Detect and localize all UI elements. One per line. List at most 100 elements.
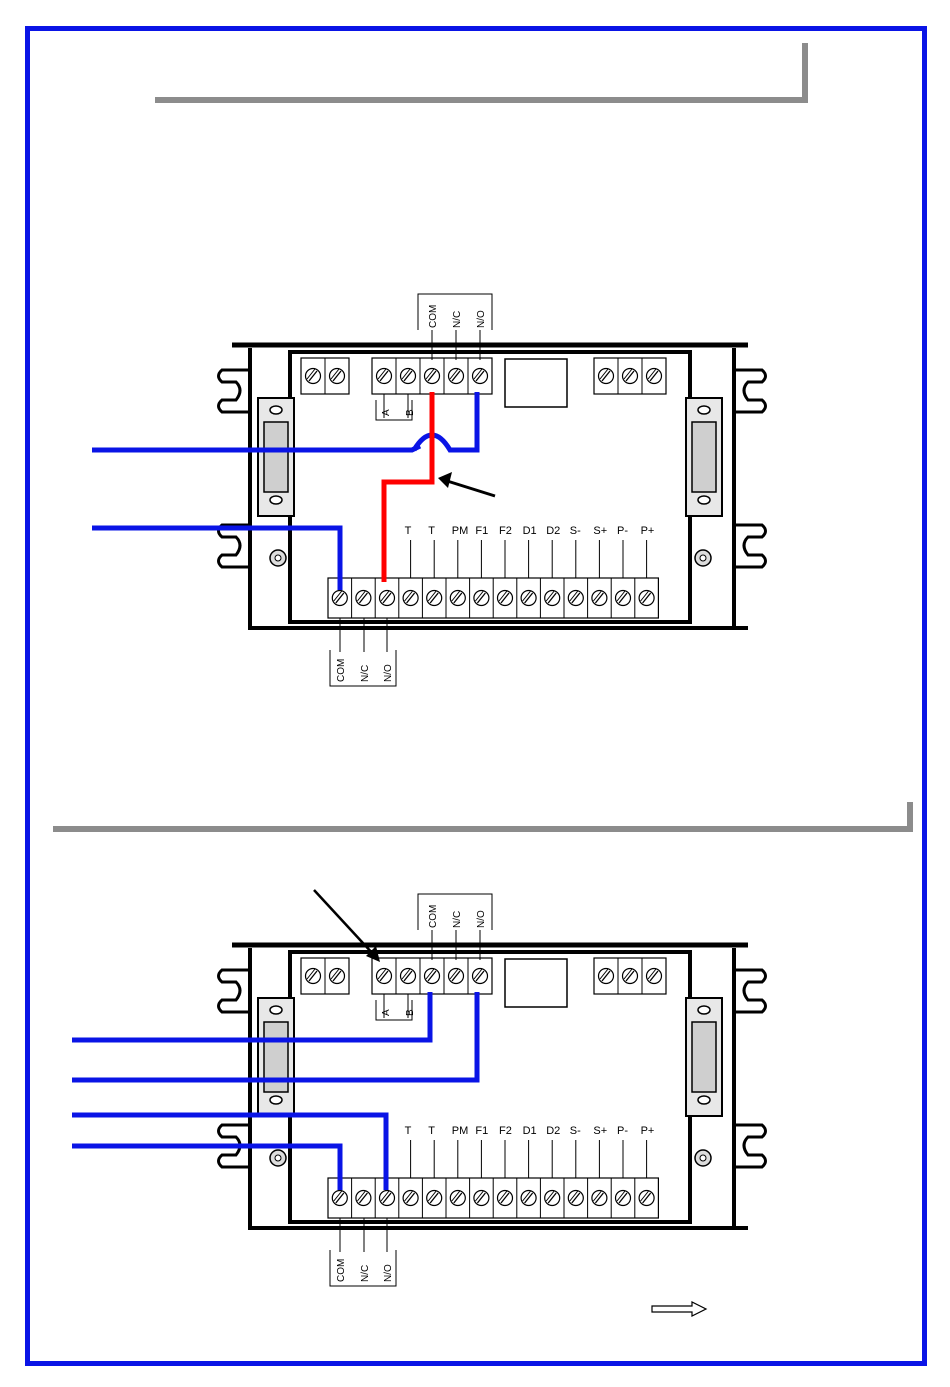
next-page-arrow-icon [652,1302,706,1316]
screw-terminal-icon [401,969,416,984]
screw-terminal-icon [473,969,488,984]
bracket-screw [270,496,282,504]
screw-terminal-icon [521,1191,536,1206]
screw-terminal-icon [474,1191,489,1206]
screw-terminal-icon [403,1191,418,1206]
relay-label-top: N/O [476,910,487,928]
screw-terminal-icon [380,1191,395,1206]
terminal-label: P- [617,525,628,537]
bracket-right-inner [692,422,716,492]
screw-terminal-icon [568,1191,583,1206]
screw-terminal-icon [306,969,321,984]
screw-terminal-icon [306,369,321,384]
screw-terminal-icon [639,591,654,606]
screw-terminal-icon [450,591,465,606]
relay-label-bottom: COM [336,1259,347,1282]
screw-terminal-icon [330,369,345,384]
screw-terminal-icon [450,1191,465,1206]
screw-terminal-icon [330,969,345,984]
mounting-ear-right [734,970,766,1012]
screw-terminal-icon [332,591,347,606]
relay-label-bottom: N/C [360,665,371,682]
screw-terminal-icon [623,969,638,984]
screw-terminal-icon [449,369,464,384]
label-a: A [381,1009,392,1016]
relay-label-top: N/C [452,911,463,928]
bracket-right-inner [692,1022,716,1092]
bracket-screw [698,496,710,504]
terminal-label: D1 [523,1125,537,1137]
screw-terminal-icon [498,591,513,606]
terminal-label: S- [570,1125,581,1137]
relay-label-top: COM [428,305,439,328]
terminal-label: F1 [475,1125,488,1137]
ground-nut-right-hole [700,555,706,561]
ground-nut-right-hole [700,1155,706,1161]
mounting-ear-left [219,370,251,412]
screw-terminal-icon [427,1191,442,1206]
screw-terminal-icon [647,369,662,384]
screw-terminal-icon [332,1191,347,1206]
terminal-label: D1 [523,525,537,537]
bracket-screw [698,1006,710,1014]
terminal-label: T [405,525,412,537]
screw-terminal-icon [599,969,614,984]
terminal-label: S+ [593,1125,607,1137]
screw-terminal-icon [545,591,560,606]
terminal-label: T [405,1125,412,1137]
mounting-ear-right [734,1125,766,1167]
terminal-block [328,578,658,618]
bracket-screw [698,406,710,414]
terminal-label: S- [570,525,581,537]
label-b: B [405,409,416,416]
terminal-label: PM [452,1125,469,1137]
mounting-ear-right [734,525,766,567]
relay-component [505,959,567,1007]
screw-terminal-icon [425,369,440,384]
bracket-screw [698,1096,710,1104]
screw-terminal-icon [403,591,418,606]
bracket-screw [270,1006,282,1014]
mounting-ear-left [219,525,251,567]
screw-terminal-icon [599,369,614,384]
screw-terminal-icon [474,591,489,606]
screw-terminal-icon [356,1191,371,1206]
relay-label-top: N/C [452,311,463,328]
mounting-ear-right [734,370,766,412]
screw-terminal-icon [473,369,488,384]
terminal-block [328,1178,658,1218]
screw-terminal-icon [639,1191,654,1206]
relay-label-top: N/O [476,310,487,328]
ground-nut-left-hole [275,555,281,561]
terminal-label: P+ [641,525,655,537]
screw-terminal-icon [377,969,392,984]
label-a: A [381,409,392,416]
bracket-screw [270,1096,282,1104]
screw-terminal-icon [623,369,638,384]
screw-terminal-icon [425,969,440,984]
terminal-label: D2 [546,525,560,537]
terminal-label: F2 [499,525,512,537]
screw-terminal-icon [647,969,662,984]
bracket-left-inner [264,422,288,492]
screw-terminal-icon [616,1191,631,1206]
screw-terminal-icon [498,1191,513,1206]
terminal-label: P- [617,1125,628,1137]
screw-terminal-icon [377,369,392,384]
terminal-label: PM [452,525,469,537]
terminal-label: P+ [641,1125,655,1137]
terminal-label: T [428,525,435,537]
screw-terminal-icon [521,591,536,606]
screw-terminal-icon [449,969,464,984]
screw-terminal-icon [356,591,371,606]
relay-label-bottom: COM [336,659,347,682]
terminal-label: T [428,1125,435,1137]
relay-label-bottom: N/C [360,1265,371,1282]
screw-terminal-icon [568,591,583,606]
label-b: B [405,1009,416,1016]
terminal-label: S+ [593,525,607,537]
mounting-ear-left [219,970,251,1012]
ground-nut-left-hole [275,1155,281,1161]
